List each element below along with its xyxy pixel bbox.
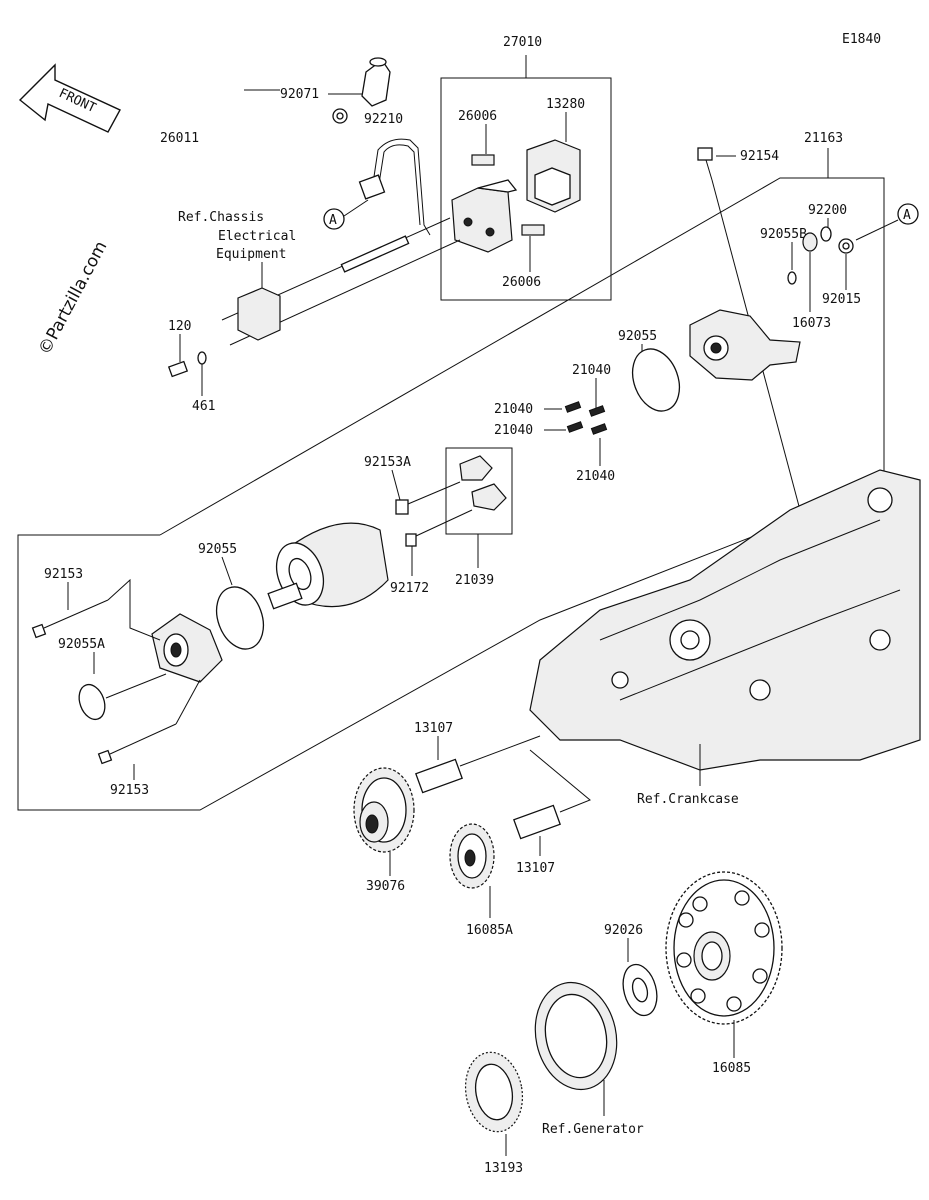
starter-relay (451, 179, 518, 253)
label-92210: 92210 (364, 112, 403, 127)
label-13193: 13193 (484, 1161, 523, 1176)
end-cover-21163 (689, 309, 801, 381)
washer-92200 (820, 226, 832, 242)
starter-cable-26011 (358, 138, 431, 236)
oring-92055-left (215, 586, 265, 650)
fuse-26006-bottom (521, 224, 545, 236)
label-92153-top: 92153 (44, 567, 83, 582)
oring-92055-right (631, 348, 681, 412)
ref-chassis-line3: Equipment (216, 247, 286, 262)
callout-a-right: A (855, 203, 919, 241)
label-39076: 39076 (366, 879, 405, 894)
starter-gear-16085 (665, 871, 783, 1025)
washer-461 (197, 351, 207, 365)
label-92026: 92026 (604, 923, 643, 938)
label-120: 120 (168, 319, 191, 334)
label-21040-bottom: 21040 (576, 469, 615, 484)
label-92154: 92154 (740, 149, 779, 164)
ref-chassis-line2: Electrical (218, 229, 296, 244)
brush-springs-21040 (564, 401, 608, 435)
oring-92055B (787, 271, 797, 285)
label-92055B: 92055B (760, 227, 807, 242)
label-21039: 21039 (455, 573, 494, 588)
label-13107-bottom: 13107 (516, 861, 555, 876)
idle-gear-39076 (353, 767, 415, 853)
ref-crankcase: Ref.Crankcase (637, 792, 739, 807)
idle-gear-16085A (449, 823, 495, 889)
brush-holder-box (445, 447, 513, 535)
crankcase (529, 469, 921, 771)
label-26006-top: 26006 (458, 109, 497, 124)
relay-cover-13280 (526, 139, 581, 213)
brush-holder-21039 (459, 455, 507, 511)
label-92055-left: 92055 (198, 542, 237, 557)
bushing-16073 (802, 232, 818, 252)
screw-92172 (405, 509, 473, 547)
diagram-code: E1840 (842, 32, 881, 47)
front-cover (151, 613, 223, 683)
label-16073: 16073 (792, 316, 831, 331)
label-21040-mid1: 21040 (494, 402, 533, 417)
chassis-connector (237, 287, 281, 341)
washer-92026 (622, 963, 658, 1017)
label-92153A: 92153A (364, 455, 411, 470)
label-21040-mid2: 21040 (494, 423, 533, 438)
label-27010: 27010 (503, 35, 542, 50)
label-21040-top: 21040 (572, 363, 611, 378)
callout-a-left: A (323, 199, 369, 230)
label-92200: 92200 (808, 203, 847, 218)
fuse-26006-top (471, 154, 495, 166)
watermark: ©Partzilla.com (35, 238, 112, 358)
oring-92055A (78, 683, 106, 721)
assembly-boundary (17, 177, 885, 811)
label-13107-top: 13107 (414, 721, 453, 736)
label-26006-bottom: 26006 (502, 275, 541, 290)
bolt-92153-top (31, 599, 109, 639)
ref-chassis-line1: Ref.Chassis (178, 210, 264, 225)
label-92015: 92015 (822, 292, 861, 307)
bolt-92153-bottom (97, 723, 177, 765)
cap-92071 (361, 57, 391, 107)
label-16085A: 16085A (466, 923, 513, 938)
label-21163: 21163 (804, 131, 843, 146)
bolt-120 (167, 360, 189, 378)
svg-text:A: A (903, 208, 911, 223)
bolt-92154 (697, 147, 713, 181)
label-26011: 26011 (160, 131, 199, 146)
front-arrow-icon: FRONT (18, 63, 121, 133)
label-92071: 92071 (280, 87, 319, 102)
nut-92210 (332, 108, 348, 124)
ref-generator: Ref.Generator (542, 1122, 644, 1137)
label-92153-bottom: 92153 (110, 783, 149, 798)
label-13280: 13280 (546, 97, 585, 112)
one-way-clutch-13193 (464, 1051, 524, 1133)
label-92055-right: 92055 (618, 329, 657, 344)
label-92055A: 92055A (58, 637, 105, 652)
label-16085: 16085 (712, 1061, 751, 1076)
svg-text:A: A (329, 213, 337, 228)
starter-motor-armature (267, 522, 389, 610)
shaft-13107-top (415, 758, 463, 794)
nut-92015 (838, 238, 854, 254)
shaft-13107-bottom (513, 804, 561, 840)
generator-rotor (534, 981, 618, 1091)
screw-92153A (395, 481, 461, 515)
label-92172: 92172 (390, 581, 429, 596)
label-461: 461 (192, 399, 215, 414)
